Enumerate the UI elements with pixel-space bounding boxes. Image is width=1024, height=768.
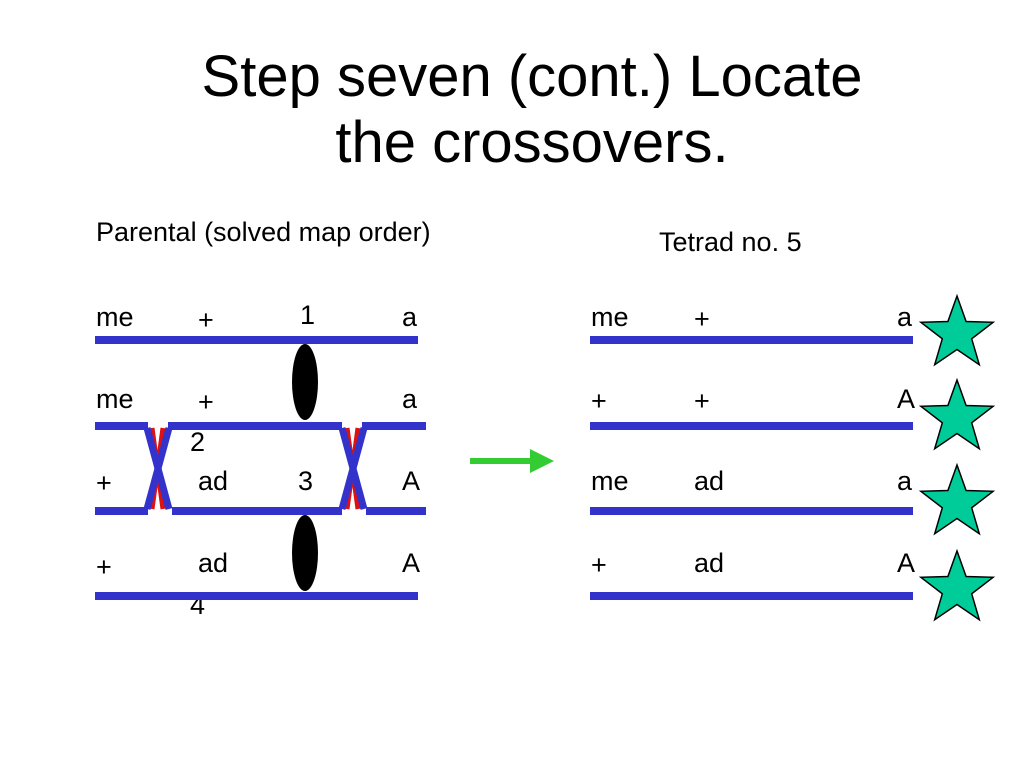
parental-chromosomes (95, 336, 426, 600)
parental-strand-2-left: me (96, 384, 134, 414)
tetrad-strand-2-mid: + (694, 386, 710, 416)
star-icon (918, 293, 996, 367)
title-line-1: Step seven (cont.) Locate (201, 44, 863, 109)
title-line-2: the crossovers. (335, 110, 729, 175)
tetrad-strand-4-left: + (591, 550, 607, 580)
centromere-upper (292, 344, 318, 420)
parental-strand-2-mid: + (198, 387, 214, 417)
tetrad-chromosomes (590, 336, 913, 600)
parental-strand-1-right: a (402, 302, 418, 332)
parental-strand-3-mid: ad (198, 466, 229, 496)
tetrad-strand-2-right: A (897, 384, 916, 414)
parental-strand-3-number: 3 (298, 466, 314, 496)
parental-strand-4-mid: ad (198, 548, 229, 578)
parental-strand-3-left: + (96, 468, 112, 498)
tetrad-stars (918, 293, 996, 622)
tetrad-strand-1-left: me (591, 302, 629, 332)
star-icon (918, 548, 996, 622)
parental-strand-4-left: + (96, 552, 112, 582)
right-arrow-icon (470, 449, 554, 473)
star-icon (918, 462, 996, 536)
tetrad-strand-4-right: A (897, 548, 916, 578)
parental-strand-1-mid: + (198, 305, 214, 335)
tetrad-heading: Tetrad no. 5 (659, 227, 802, 257)
tetrad-strand-3-mid: ad (694, 466, 725, 496)
crossover-left-blue-2 (143, 427, 173, 510)
crossover-left (143, 427, 173, 510)
tetrad-strand-1-right: a (897, 302, 913, 332)
parental-strand-1-number: 1 (300, 300, 316, 330)
tetrad-strand-3-left: me (591, 466, 629, 496)
parental-strand-3-right: A (402, 466, 421, 496)
tetrad-strand-1-mid: + (694, 304, 710, 334)
parental-heading: Parental (solved map order) (96, 217, 431, 247)
tetrad-strand-3-right: a (897, 466, 913, 496)
tetrad-strand-2-left: + (591, 386, 607, 416)
parental-strand-4-right: A (402, 548, 421, 578)
crossover-right-blue-2 (338, 427, 368, 510)
parental-strand-2-right: a (402, 384, 418, 414)
star-icon (918, 377, 996, 451)
tetrad-strand-4-mid: ad (694, 548, 725, 578)
centromere-lower (292, 515, 318, 591)
crossover-right (338, 427, 368, 510)
parental-strand-2-number: 2 (190, 427, 206, 457)
parental-strand-1-left: me (96, 302, 134, 332)
slide-title: Step seven (cont.) Locate the crossovers… (0, 44, 1024, 176)
